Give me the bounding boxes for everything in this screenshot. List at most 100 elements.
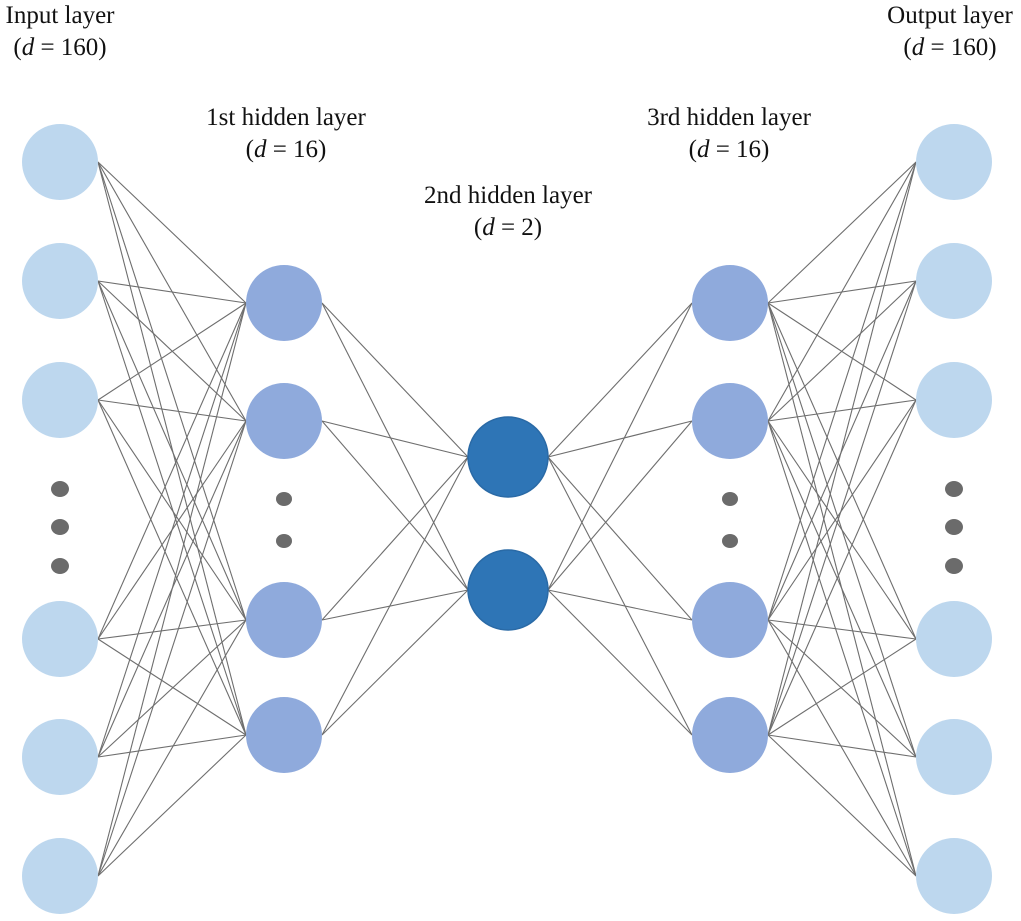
- edge-hidden1-2-to-hidden2-1: [321, 589, 469, 621]
- edge-input-3-to-hidden1-0: [97, 302, 247, 640]
- edge-hidden2-0-to-hidden3-3: [547, 456, 693, 736]
- edge-hidden2-0-to-hidden3-0: [547, 302, 693, 458]
- output-ellipsis-dot-1: [945, 519, 963, 535]
- hidden3-ellipsis-dot-1: [722, 534, 738, 548]
- edge-hidden2-1-to-hidden3-0: [547, 302, 693, 591]
- edge-hidden3-2-to-output-0: [767, 161, 917, 621]
- output-layer-dim-var: d: [911, 34, 925, 61]
- label-hidden-layer-1: 1st hidden layer (d = 16): [206, 102, 366, 166]
- hidden-layer-2-dim-var: d: [482, 214, 495, 241]
- edge-hidden2-1-to-hidden3-3: [547, 589, 693, 736]
- hidden3-neuron-1: [692, 383, 768, 459]
- hidden-layer-2-dim-eq: = 2: [494, 214, 534, 241]
- edge-input-3-to-hidden1-3: [97, 638, 247, 736]
- hidden-layer-3-title: 3rd hidden layer: [647, 104, 811, 131]
- edge-input-5-to-hidden1-1: [97, 420, 247, 877]
- edge-input-5-to-hidden1-3: [97, 734, 247, 877]
- input-layer-dim: (d = 160): [13, 34, 107, 61]
- input-neuron-4: [22, 719, 98, 795]
- hidden3-neuron-3: [692, 697, 768, 773]
- output-neuron-2: [916, 362, 992, 438]
- output-neuron-4: [916, 719, 992, 795]
- input-ellipsis-dot-0: [51, 481, 69, 497]
- edge-input-4-to-hidden1-0: [97, 302, 247, 758]
- edge-input-4-to-hidden1-3: [97, 734, 247, 758]
- input-neuron-2: [22, 362, 98, 438]
- input-neuron-0: [22, 124, 98, 200]
- edge-input-0-to-hidden1-2: [97, 161, 247, 621]
- hidden-layer-3-dim-eq: = 16: [709, 136, 762, 163]
- output-layer-dim-eq: = 160: [924, 34, 989, 61]
- hidden-layer-3-dim: (d = 16): [688, 136, 770, 163]
- label-output-layer: Output layer (d = 160): [887, 0, 1013, 64]
- edge-input-0-to-hidden1-3: [97, 161, 247, 736]
- hidden1-neuron-2: [246, 582, 322, 658]
- edge-hidden2-1-to-hidden3-2: [547, 589, 693, 621]
- edge-hidden3-3-to-output-1: [767, 280, 917, 736]
- edge-input-1-to-hidden1-2: [97, 280, 247, 621]
- input-neuron-5: [22, 838, 98, 914]
- hidden1-neuron-3: [246, 697, 322, 773]
- edge-hidden3-0-to-output-3: [767, 302, 917, 640]
- edge-hidden1-3-to-hidden2-1: [321, 589, 469, 736]
- hidden2-neuron-1: [467, 549, 549, 631]
- edge-hidden3-2-to-output-3: [767, 619, 917, 640]
- edge-hidden3-1-to-output-0: [767, 161, 917, 422]
- edge-hidden3-3-to-output-2: [767, 399, 917, 736]
- edge-hidden3-2-to-output-2: [767, 399, 917, 621]
- hidden-layer-1-dim-eq: = 16: [266, 136, 319, 163]
- edge-input-2-to-hidden1-1: [97, 399, 247, 422]
- hidden1-ellipsis-dot-0: [276, 492, 292, 506]
- edge-hidden1-3-to-hidden2-0: [321, 456, 469, 736]
- output-neuron-3: [916, 601, 992, 677]
- output-neuron-1: [916, 243, 992, 319]
- edge-hidden3-3-to-output-3: [767, 638, 917, 736]
- edge-hidden3-3-to-output-5: [767, 734, 917, 877]
- input-ellipsis-dot-1: [51, 519, 69, 535]
- label-input-layer: Input layer (d = 160): [6, 0, 115, 64]
- edge-input-5-to-hidden1-2: [97, 619, 247, 877]
- hidden3-ellipsis-dot-0: [722, 492, 738, 506]
- hidden-layer-2-title: 2nd hidden layer: [423, 182, 593, 209]
- edge-hidden3-2-to-output-5: [767, 619, 917, 877]
- edge-hidden3-1-to-output-5: [767, 420, 917, 877]
- hidden3-neuron-2: [692, 582, 768, 658]
- edge-hidden1-0-to-hidden2-1: [321, 302, 469, 591]
- edge-input-1-to-hidden1-0: [97, 280, 247, 304]
- input-layer-dim-var: d: [21, 34, 35, 61]
- edge-hidden2-1-to-hidden3-1: [547, 420, 693, 591]
- hidden2-neuron-0: [467, 416, 549, 498]
- edge-hidden2-0-to-hidden3-2: [547, 456, 693, 621]
- ellipsis-dots: [51, 481, 963, 574]
- edge-hidden3-3-to-output-0: [767, 161, 917, 736]
- edge-input-1-to-hidden1-3: [97, 280, 247, 736]
- hidden-layer-1-dim-var: d: [253, 136, 267, 163]
- edge-input-2-to-hidden1-2: [97, 399, 247, 621]
- output-layer-title: Output layer: [887, 2, 1013, 29]
- hidden-layer-1-title: 1st hidden layer: [206, 104, 366, 131]
- edge-hidden3-1-to-output-2: [767, 399, 917, 422]
- neurons: [22, 124, 992, 914]
- edge-hidden3-2-to-output-4: [767, 619, 917, 758]
- edge-hidden3-3-to-output-4: [767, 734, 917, 758]
- edge-hidden1-1-to-hidden2-0: [321, 420, 469, 458]
- edge-hidden1-2-to-hidden2-0: [321, 456, 469, 621]
- edge-input-2-to-hidden1-0: [97, 302, 247, 401]
- edge-hidden3-1-to-output-1: [767, 280, 917, 422]
- edge-input-0-to-hidden1-0: [97, 161, 247, 304]
- edge-input-3-to-hidden1-2: [97, 619, 247, 640]
- hidden1-neuron-1: [246, 383, 322, 459]
- edge-hidden3-1-to-output-4: [767, 420, 917, 758]
- input-layer-dim-eq: = 160: [34, 34, 99, 61]
- input-neuron-1: [22, 243, 98, 319]
- label-hidden-layer-3: 3rd hidden layer (d = 16): [647, 102, 811, 166]
- hidden-layer-1-dim: (d = 16): [245, 136, 327, 163]
- edge-hidden1-1-to-hidden2-1: [321, 420, 469, 591]
- edge-input-4-to-hidden1-2: [97, 619, 247, 758]
- output-layer-dim: (d = 160): [903, 34, 997, 61]
- hidden-layer-3-dim-var: d: [696, 136, 710, 163]
- input-neuron-3: [22, 601, 98, 677]
- hidden-layer-2-dim: (d = 2): [473, 214, 543, 241]
- output-ellipsis-dot-0: [945, 481, 963, 497]
- input-layer-title: Input layer: [5, 2, 115, 29]
